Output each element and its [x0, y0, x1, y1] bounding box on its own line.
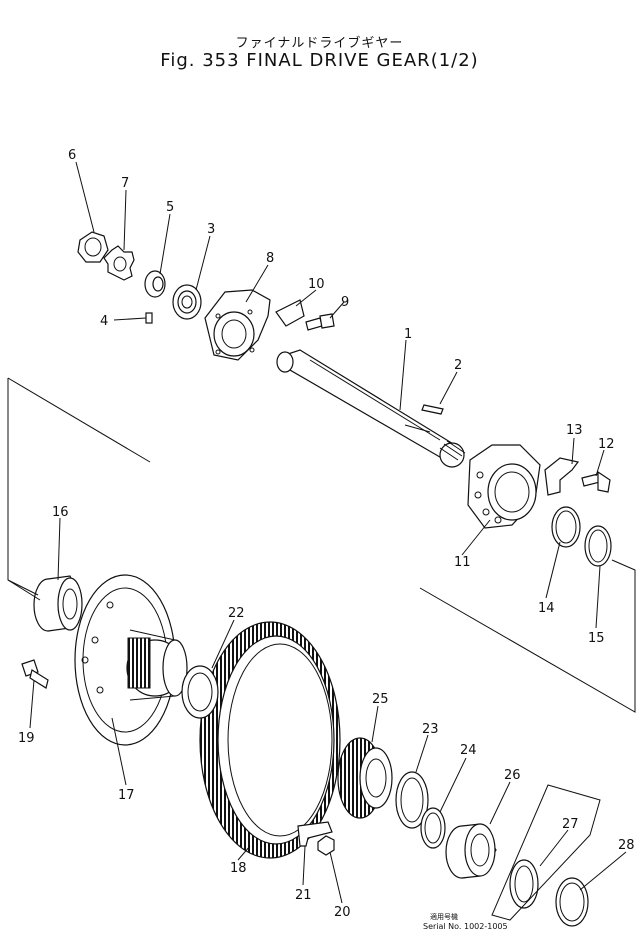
part-16-bearing[interactable] — [33, 575, 83, 632]
part-28-snap-ring[interactable] — [555, 877, 589, 927]
part-label-7: 7 — [121, 176, 129, 191]
part-label-5: 5 — [166, 200, 174, 215]
part-10-lock-plate[interactable] — [275, 299, 305, 327]
part-label-14: 14 — [538, 601, 555, 616]
part-12-bolt[interactable] — [581, 470, 611, 493]
leader-lines — [29, 161, 627, 904]
part-label-8: 8 — [266, 251, 274, 266]
part-4-pin[interactable] — [145, 312, 153, 324]
part-27-spacer[interactable] — [509, 859, 539, 909]
part-label-21: 21 — [295, 888, 312, 903]
part-label-23: 23 — [422, 722, 439, 737]
part-26-bearing[interactable] — [445, 823, 497, 879]
part-number-labels: 1 2 3 4 5 6 7 8 9 10 11 12 13 14 15 16 1… — [18, 148, 635, 920]
serial-caption: 適用号機 — [430, 913, 458, 921]
part-label-1: 1 — [404, 327, 412, 342]
part-label-19: 19 — [18, 731, 35, 746]
part-14-snap-ring[interactable] — [551, 506, 581, 548]
part-11-cage[interactable] — [467, 444, 541, 529]
part-label-17: 17 — [118, 788, 135, 803]
part-8-cage[interactable] — [204, 289, 271, 361]
assembly-lines — [7, 377, 636, 921]
part-label-15: 15 — [588, 631, 605, 646]
part-13-lock-plate[interactable] — [544, 457, 580, 496]
part-label-26: 26 — [504, 768, 521, 783]
part-label-11: 11 — [454, 555, 471, 570]
part-3-bearing[interactable] — [172, 284, 202, 320]
part-label-28: 28 — [618, 838, 635, 853]
part-5-collar[interactable] — [144, 270, 166, 298]
part-23-spacer[interactable] — [395, 771, 429, 829]
part-18-ring-gear[interactable] — [199, 621, 341, 859]
part-7-lock-washer[interactable] — [103, 245, 135, 281]
part-17-gear-case[interactable] — [74, 574, 188, 746]
part-label-9: 9 — [341, 295, 349, 310]
part-label-25: 25 — [372, 692, 389, 707]
part-label-6: 6 — [68, 148, 76, 163]
part-19-bolt[interactable] — [21, 659, 49, 689]
part-label-16: 16 — [52, 505, 69, 520]
part-label-10: 10 — [308, 277, 325, 292]
part-label-24: 24 — [460, 743, 477, 758]
part-20-nut[interactable] — [317, 835, 335, 856]
part-label-27: 27 — [562, 817, 579, 832]
part-1-shaft[interactable] — [276, 349, 466, 468]
part-label-2: 2 — [454, 358, 462, 373]
part-25-pinion-gear[interactable] — [337, 737, 393, 819]
part-label-13: 13 — [566, 423, 583, 438]
diagram-title-japanese: ファイナルドライブギヤー — [235, 36, 404, 51]
part-label-20: 20 — [334, 905, 351, 920]
diagram-title: Fig. 353 FINAL DRIVE GEAR(1/2) — [160, 50, 479, 71]
part-label-22: 22 — [228, 606, 245, 621]
part-21-lock-plate[interactable] — [297, 821, 333, 847]
part-6-nut[interactable] — [77, 231, 109, 263]
part-15-snap-ring[interactable] — [584, 525, 612, 567]
part-2-key[interactable] — [421, 404, 444, 415]
part-label-4: 4 — [100, 314, 108, 329]
part-9-bolt[interactable] — [305, 313, 335, 331]
part-22-spacer[interactable] — [181, 665, 219, 719]
serial-number: Serial No. 1002-1005 — [423, 922, 508, 931]
part-label-18: 18 — [230, 861, 247, 876]
part-label-12: 12 — [598, 437, 615, 452]
part-label-3: 3 — [207, 222, 215, 237]
part-24-snap-ring[interactable] — [420, 807, 446, 849]
